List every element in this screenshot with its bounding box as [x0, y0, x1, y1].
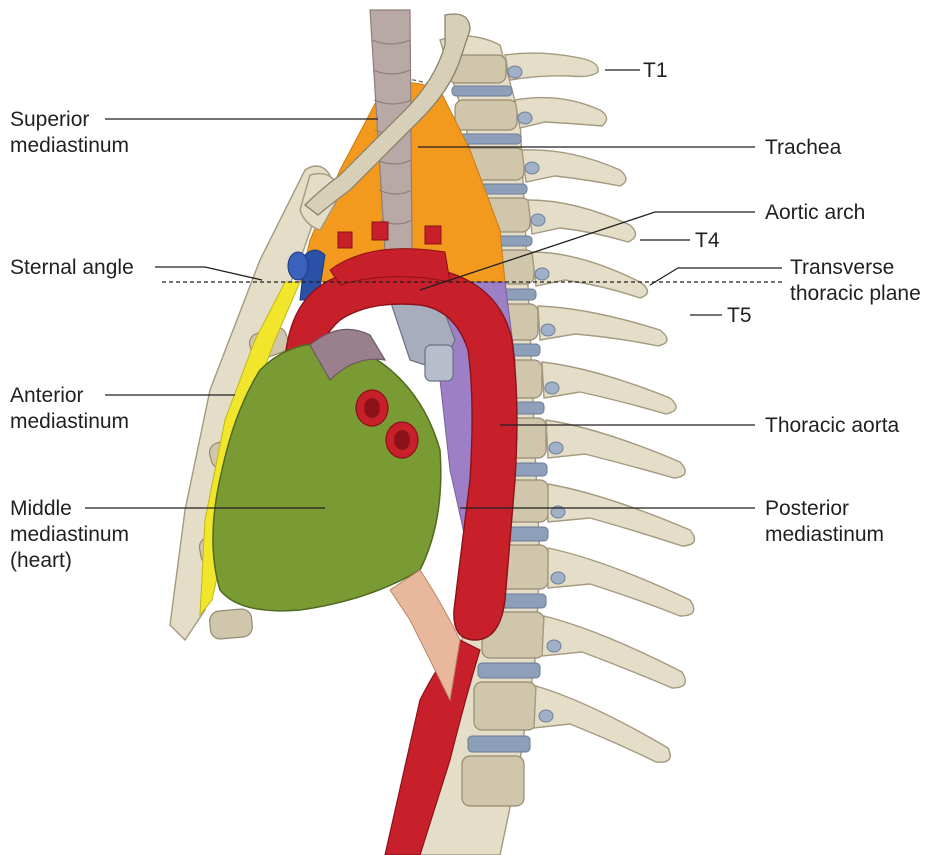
label-transverse-thoracic-plane-line1: Transverse [790, 256, 894, 279]
label-posterior-mediastinum-line1: Posterior [765, 497, 849, 520]
label-superior-mediastinum-line1: Superior [10, 108, 89, 131]
label-t5: T5 [727, 304, 752, 327]
label-t4: T4 [695, 229, 720, 252]
label-anterior-mediastinum-line1: Anterior [10, 384, 84, 407]
label-middle-mediastinum-line1: Middle [10, 497, 72, 520]
label-middle-mediastinum-line3: (heart) [10, 549, 72, 572]
label-transverse-thoracic-plane-line2: thoracic plane [790, 282, 921, 305]
label-sternal-angle: Sternal angle [10, 256, 134, 279]
label-t1: T1 [643, 59, 668, 82]
diaphragm-tissue [390, 570, 460, 700]
label-aortic-arch: Aortic arch [765, 201, 865, 224]
leader-sternal-angle [155, 267, 262, 280]
label-posterior-mediastinum-line2: mediastinum [765, 523, 884, 546]
label-superior-mediastinum-line2: mediastinum [10, 134, 129, 157]
label-thoracic-aorta: Thoracic aorta [765, 414, 900, 437]
label-anterior-mediastinum-line2: mediastinum [10, 410, 129, 433]
label-trachea: Trachea [765, 136, 842, 159]
label-middle-mediastinum-line2: mediastinum [10, 523, 129, 546]
